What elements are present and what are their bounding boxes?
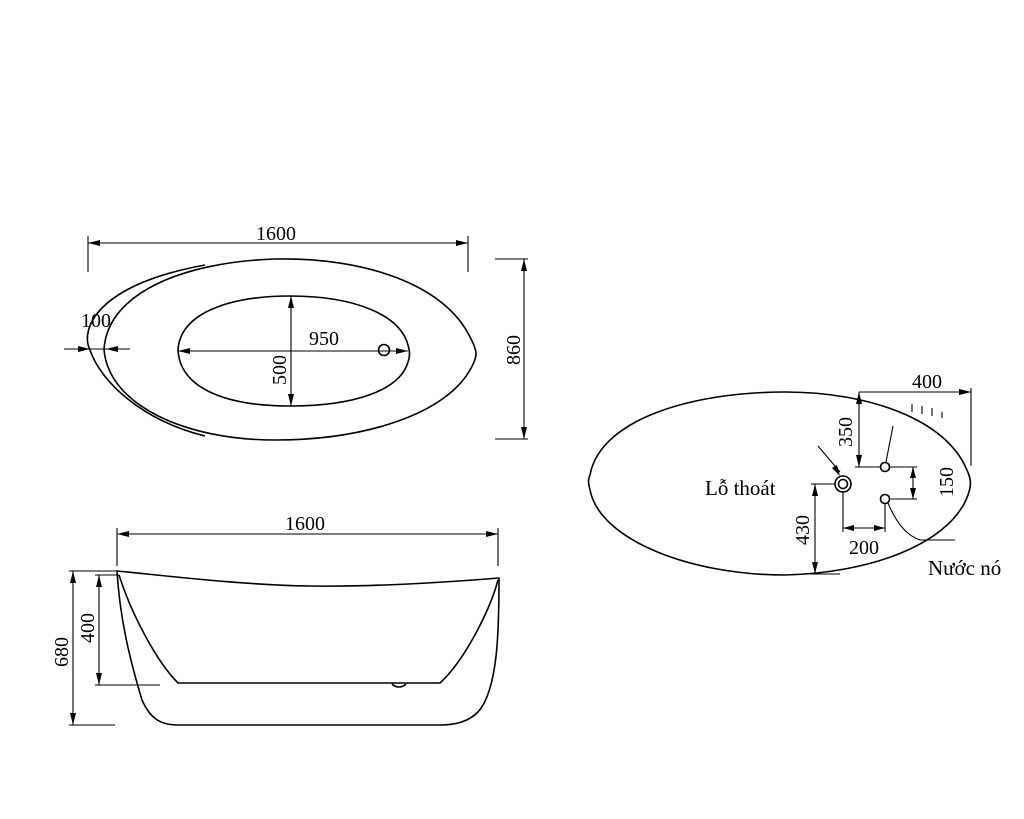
plumbing-view-drain-inner [837, 478, 849, 490]
top-view-inner-length-arrow-right [396, 348, 408, 354]
plumbing-view-offset-x-label: 400 [912, 371, 942, 393]
side-view-outer-body [116, 570, 500, 726]
plumbing-view-offset-y-arrow-top [856, 392, 862, 404]
plumbing-view-pipe-offset-arrow-right [874, 525, 885, 531]
top-view-inner-width-arrow-top [288, 296, 294, 308]
plumbing-view-lower-leader [887, 502, 955, 541]
side-view-length-arrow-right [486, 531, 498, 537]
top-view-rim-arrow-right [106, 346, 118, 352]
side-view-length-label: 1600 [285, 513, 325, 535]
top-view-drain-hole [377, 343, 391, 357]
plumbing-view-upper-leader [885, 425, 894, 463]
plumbing-view-lower-inlet [879, 493, 891, 505]
plumbing-view-spacing-arrow-top [910, 467, 916, 478]
top-view-rim-label: 100 [81, 310, 111, 332]
side-view-depth-label: 400 [77, 613, 99, 643]
side-view: 1600 680 400 [51, 513, 500, 726]
drain-label: Lỗ thoát [705, 476, 776, 500]
top-view-length-arrow-left [88, 240, 100, 246]
top-view-inner-length-label: 950 [309, 328, 339, 350]
plumbing-view-drain-height-arrow-top [812, 484, 818, 496]
hot-water-label: Nước nó [928, 556, 1001, 580]
side-view-height-label: 680 [51, 637, 73, 667]
top-view-inner-width-arrow-bottom [288, 394, 294, 406]
plumbing-view-offset-x-arrow-right [959, 389, 971, 395]
side-view-depth-arrow-top [96, 575, 102, 587]
side-view-base-mark [391, 683, 407, 688]
top-view-outer-rim [103, 258, 477, 441]
top-view-width-arrow-bottom [521, 427, 527, 439]
side-view-depth-arrow-bottom [96, 673, 102, 685]
top-view-length-arrow-right [456, 240, 468, 246]
side-view-inner-basin [118, 574, 499, 684]
top-view: 1600 100 950 500 860 [64, 223, 528, 441]
plumbing-view-pipe-offset-label: 200 [849, 537, 879, 559]
plumbing-view-outline [587, 391, 972, 576]
top-view-rim-offset-line [86, 264, 206, 437]
plumbing-view-drain-height-arrow-bottom [812, 562, 818, 574]
plumbing-view-drain-height-label: 430 [792, 515, 814, 545]
top-view-width-arrow-top [521, 259, 527, 271]
plumbing-view-upper-inlet [879, 461, 891, 473]
top-view-inner-length-arrow-left [178, 348, 190, 354]
plumbing-view-pipe-offset-arrow-left [843, 525, 854, 531]
plumbing-view-offset-y-arrow-bottom [856, 455, 862, 467]
plumbing-view-tick-marks [911, 404, 943, 418]
plumbing-view-drain-outer [834, 475, 852, 493]
top-view-inner-basin [177, 295, 411, 407]
plumbing-view: 400 350 150 200 430 Lỗ thoát Nước nó [587, 371, 1001, 580]
side-view-height-arrow-top [70, 571, 76, 583]
top-view-length-label: 1600 [256, 223, 296, 245]
plumbing-view-spacing-arrow-bottom [910, 488, 916, 499]
top-view-width-label: 860 [503, 335, 525, 365]
plumbing-view-spacing-label: 150 [936, 467, 958, 497]
plumbing-view-drain-leader-arrow [832, 465, 840, 476]
side-view-height-arrow-bottom [70, 713, 76, 725]
side-view-length-arrow-left [117, 531, 129, 537]
top-view-rim-arrow-left [78, 346, 90, 352]
plumbing-view-offset-y-label: 350 [835, 417, 857, 447]
top-view-inner-width-label: 500 [269, 355, 291, 385]
